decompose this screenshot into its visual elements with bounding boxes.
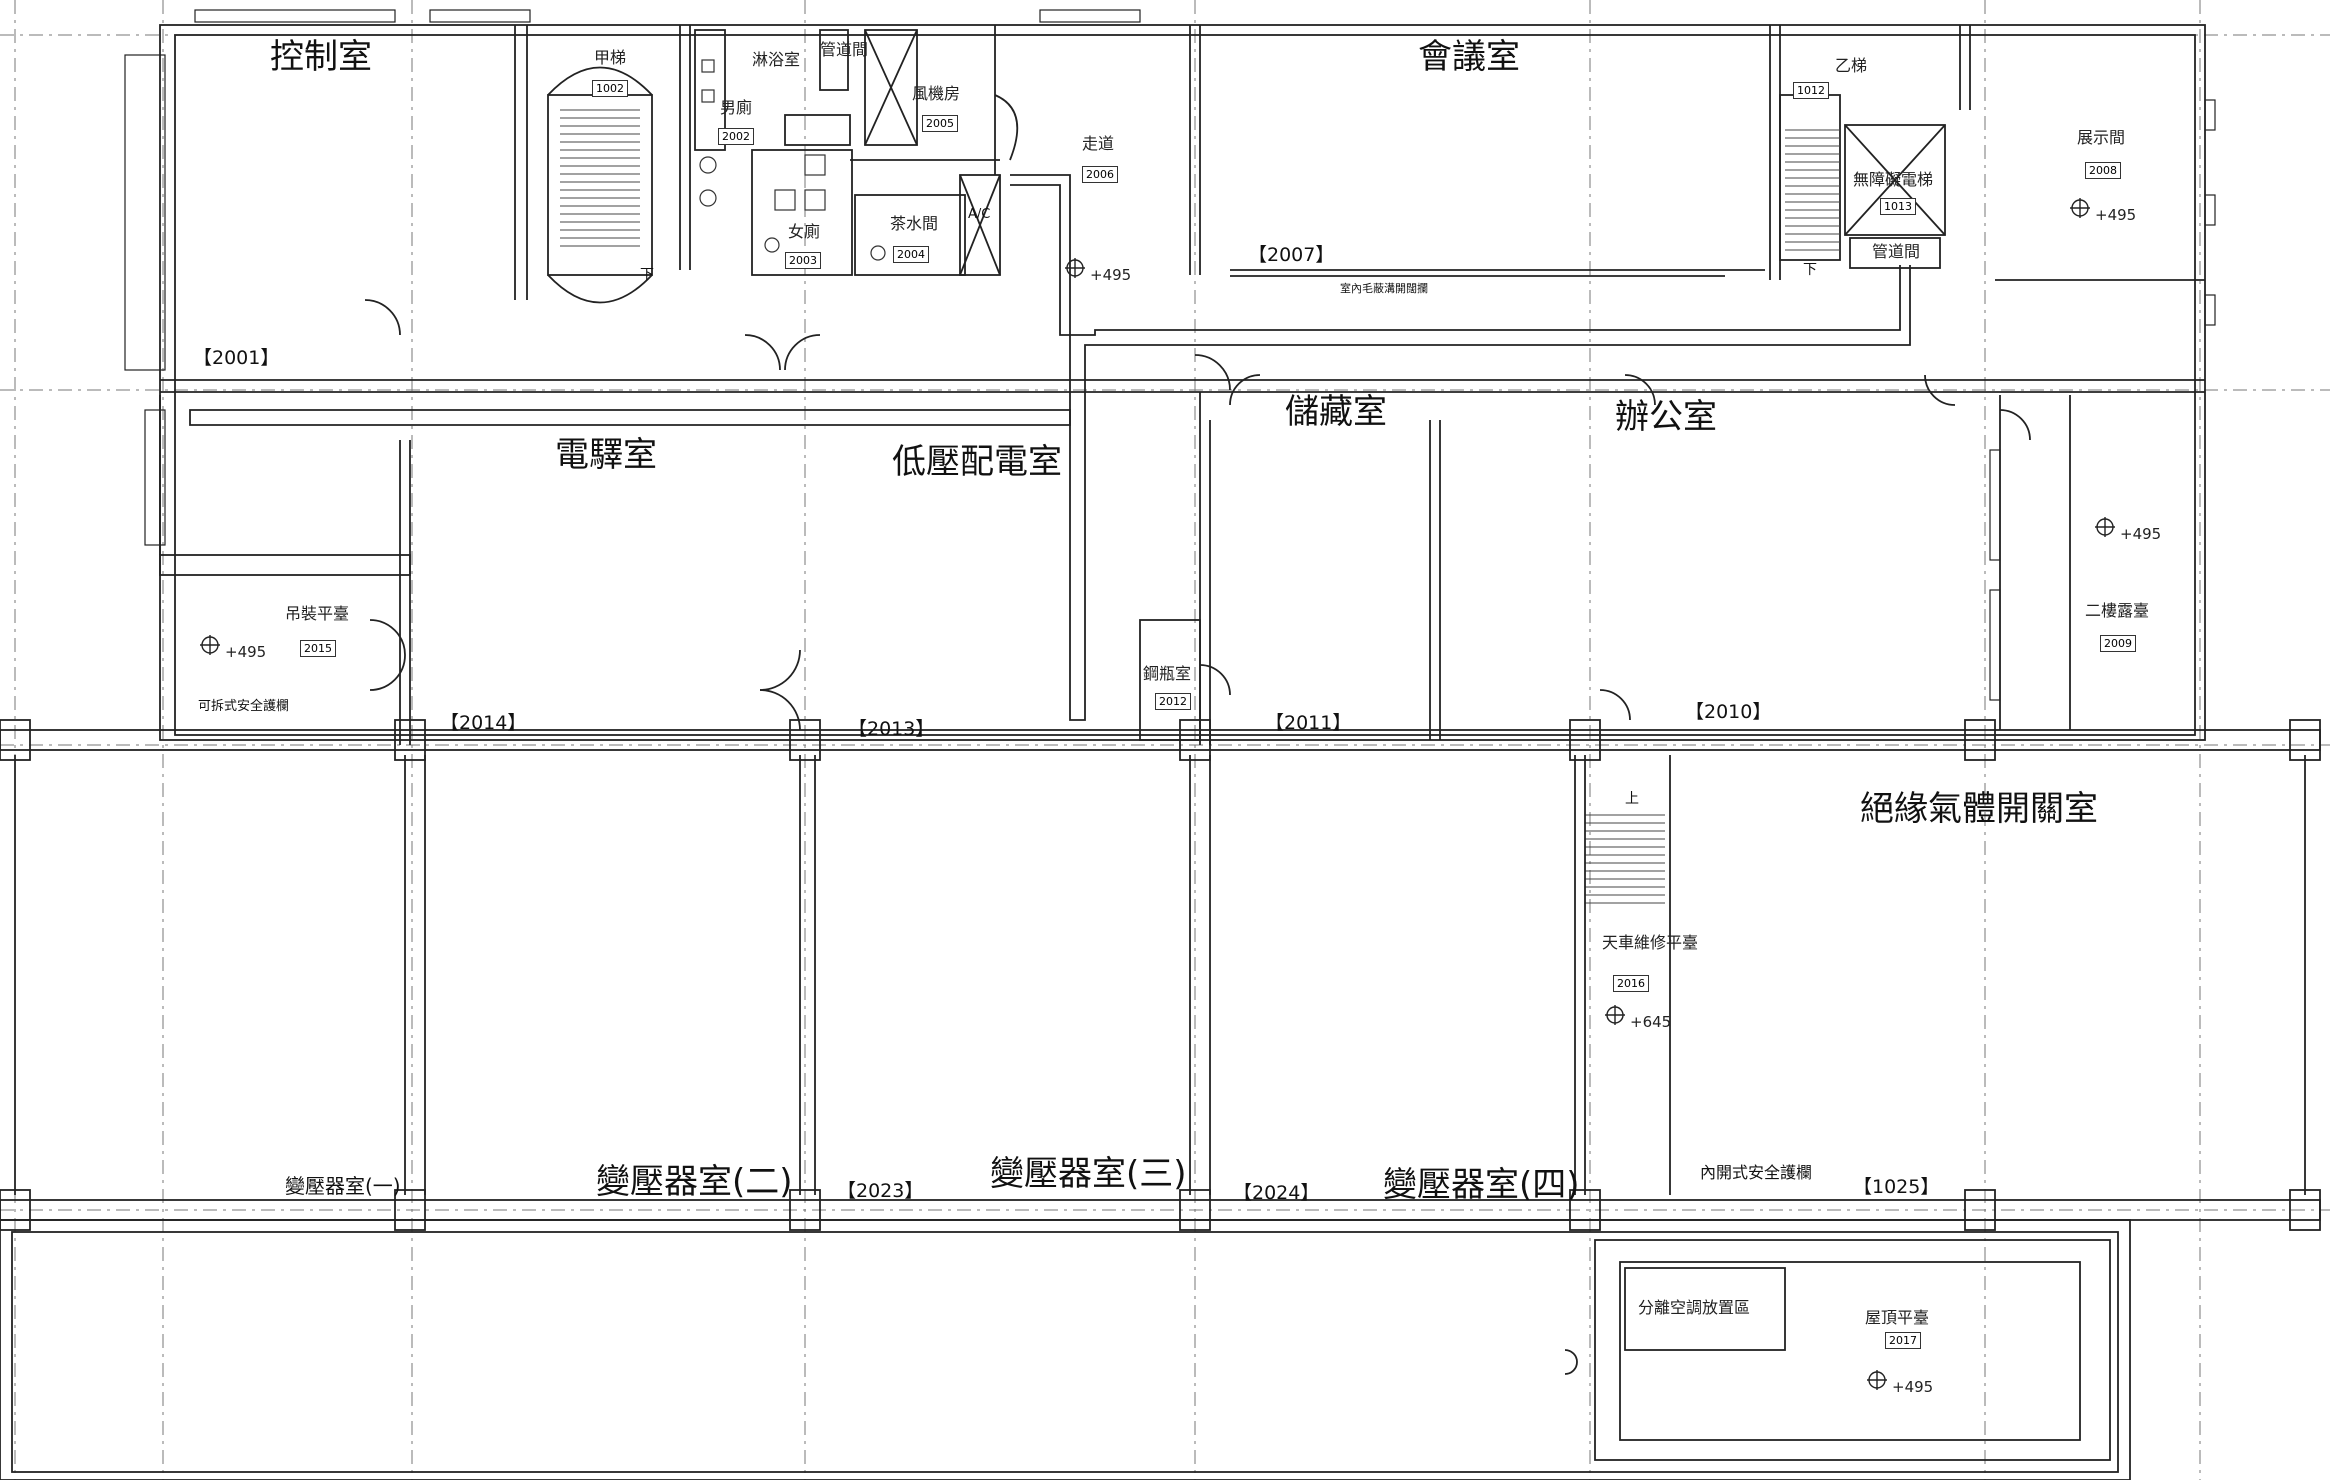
code-2014: 【2014】 (440, 712, 527, 734)
note-stair-a-down: 下 (640, 267, 654, 283)
room-relay: 電驛室 (555, 435, 657, 475)
windows (124, 9, 2216, 701)
tag-2008: 2008 (2085, 162, 2121, 179)
room-stair-b: 乙梯 (1835, 56, 1868, 75)
tag-1013: 1013 (1880, 198, 1916, 215)
code-1025: 【1025】 (1853, 1176, 1940, 1198)
room-duct-1: 管道間 (820, 40, 869, 59)
room-lv: 低壓配電室 (892, 442, 1062, 482)
room-cylinder: 鋼瓶室 (1143, 664, 1192, 683)
note-stair-b-down: 下 (1803, 262, 1817, 278)
tag-2009: 2009 (2100, 635, 2136, 652)
room-split-ac: 分離空調放置區 (1638, 1298, 1751, 1317)
tag-1002: 1002 (592, 80, 628, 97)
room-stair-a: 甲梯 (594, 48, 627, 67)
code-2013: 【2013】 (848, 718, 935, 740)
room-mens: 男廁 (720, 98, 753, 117)
room-transformer-3: 變壓器室(三) (990, 1154, 1187, 1194)
room-storage: 儲藏室 (1285, 392, 1387, 432)
code-2023: 【2023】 (837, 1180, 924, 1202)
tag-1012: 1012 (1793, 82, 1829, 99)
note-stair-up: 上 (1625, 791, 1639, 807)
tag-2003: 2003 (785, 252, 821, 269)
code-2001: 【2001】 (193, 347, 280, 369)
elevation-balcony: +495 (2120, 525, 2162, 543)
code-2007: 【2007】 (1248, 244, 1335, 266)
room-fan: 風機房 (912, 84, 961, 103)
room-crane-platform: 天車維修平臺 (1602, 933, 1699, 952)
room-gis: 絕緣氣體開關室 (1860, 789, 2098, 829)
room-roof: 屋頂平臺 (1865, 1308, 1930, 1327)
tag-2005: 2005 (922, 115, 958, 132)
tag-2004: 2004 (893, 246, 929, 263)
tag-2012: 2012 (1155, 693, 1191, 710)
room-transformer-1: 變壓器室(一) (285, 1174, 401, 1198)
elevation-corridor: +495 (1090, 266, 1132, 284)
room-duct-2: 管道間 (1872, 242, 1921, 261)
room-showroom: 展示間 (2077, 128, 2126, 147)
tag-2002: 2002 (718, 128, 754, 145)
toilet-fixtures (699, 59, 886, 261)
room-control: 控制室 (270, 37, 372, 77)
stair-treads (560, 109, 1840, 904)
tag-2016: 2016 (1613, 975, 1649, 992)
room-womens: 女廁 (788, 222, 821, 241)
code-2011: 【2011】 (1265, 712, 1352, 734)
roof-walls (0, 1219, 2131, 1480)
elevation-markers (200, 198, 2115, 1390)
room-meeting: 會議室 (1418, 37, 1520, 77)
note-ac: A/C (968, 207, 991, 222)
elevation-roof: +495 (1892, 1378, 1934, 1396)
room-shower: 淋浴室 (752, 50, 801, 69)
upper-walls (159, 24, 2206, 745)
room-hoist-platform: 吊裝平臺 (285, 604, 350, 623)
tag-2015: 2015 (300, 640, 336, 657)
tag-2017: 2017 (1885, 1332, 1921, 1349)
code-2010: 【2010】 (1685, 701, 1772, 723)
tag-2006: 2006 (1082, 166, 1118, 183)
room-corridor: 走道 (1082, 134, 1115, 153)
note-inward-rail: 內開式安全護欄 (1700, 1163, 1813, 1182)
note-cable-trench: 室內毛蔽溝開闊攔 (1340, 282, 1428, 295)
code-2024: 【2024】 (1233, 1182, 1320, 1204)
note-removable-rail: 可拆式安全護欄 (198, 699, 290, 714)
room-transformer-2: 變壓器室(二) (596, 1162, 793, 1202)
elevation-crane: +645 (1630, 1013, 1672, 1031)
elevation-hoist: +495 (225, 643, 267, 661)
room-pantry: 茶水間 (890, 214, 939, 233)
room-office: 辦公室 (1615, 397, 1717, 437)
room-transformer-4: 變壓器室(四) (1383, 1165, 1580, 1205)
room-balcony-2: 二樓露臺 (2085, 601, 2150, 620)
room-elevator: 無障礙電梯 (1853, 170, 1934, 189)
elevation-showroom: +495 (2095, 206, 2137, 224)
